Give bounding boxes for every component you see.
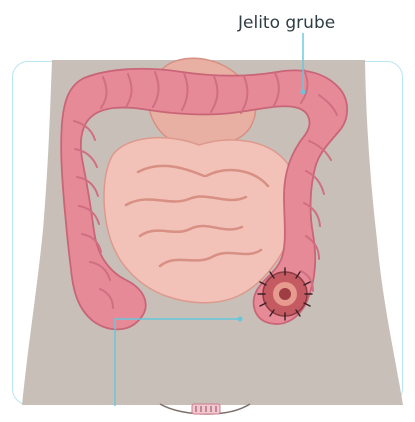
stoma-core <box>279 288 291 300</box>
bandage-icon <box>192 404 220 414</box>
large-intestine-label: Jelito grube <box>238 13 335 33</box>
large-intestine-leader-dot <box>301 90 306 95</box>
lower-leader-dot <box>238 317 243 322</box>
